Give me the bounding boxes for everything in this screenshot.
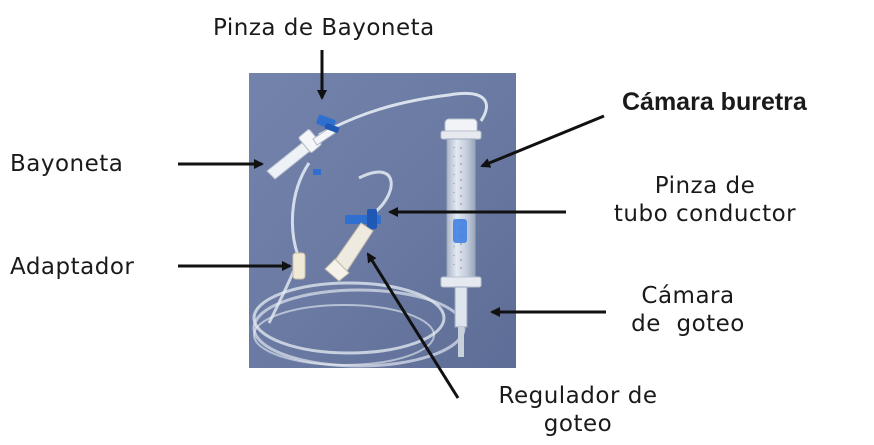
photo-background xyxy=(249,73,516,368)
label-pinza-tubo-line1: Pinza de xyxy=(654,173,756,199)
small-blue-connector xyxy=(313,169,321,175)
label-camara-goteo: Cámara de goteo xyxy=(608,282,768,338)
label-pinza-bayoneta: Pinza de Bayoneta xyxy=(213,15,435,41)
label-adaptador: Adaptador xyxy=(10,254,135,280)
label-bayoneta: Bayoneta xyxy=(10,151,124,177)
label-regulador-line1: Regulador de xyxy=(498,383,658,409)
label-pinza-tubo-line2: tubo conductor xyxy=(613,201,797,227)
drip-regulator xyxy=(324,222,374,282)
tube-conductor-clamp xyxy=(345,209,381,229)
label-regulador-goteo: Regulador de goteo xyxy=(468,382,688,438)
burette-chamber xyxy=(440,118,482,288)
adapter xyxy=(292,252,306,280)
tubing-middle-loop xyxy=(291,162,393,259)
iv-set-photo xyxy=(249,73,516,368)
label-camara-buretra: Cámara buretra xyxy=(622,88,807,116)
label-camara-goteo-line2: de goteo xyxy=(631,311,745,337)
label-regulador-line2: goteo xyxy=(543,411,613,437)
label-camara-goteo-line1: Cámara xyxy=(641,283,735,309)
label-pinza-tubo-conductor: Pinza de tubo conductor xyxy=(570,172,840,228)
tubing-top-loop xyxy=(318,92,488,137)
bayonet-spike xyxy=(266,126,336,180)
bayonet-clamp xyxy=(316,114,340,133)
